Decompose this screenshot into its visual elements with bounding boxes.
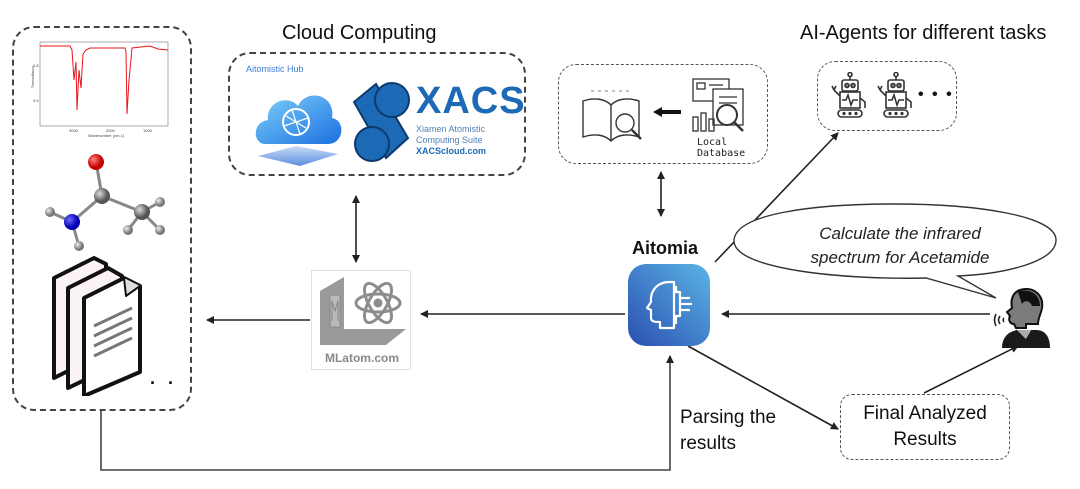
parsing-label-line2: results (680, 433, 736, 454)
local-database-label-line2: Database (697, 148, 746, 159)
book-search-icon (582, 90, 642, 142)
final-results-line2: Results (893, 429, 957, 450)
xacs-subtitle-line1: Xiamen Atomistic (416, 124, 486, 134)
results-panel: 0.8 0.6 3000 2000 1000 Wavenumber (cm-1)… (12, 26, 192, 411)
user-prompt-line2: spectrum for Acetamide (810, 248, 990, 267)
aitomia-app-icon[interactable] (628, 264, 710, 346)
aitomistic-hub-cloud-icon (255, 95, 342, 166)
parsing-label-line1: Parsing the (680, 407, 777, 428)
atom-hydrogen (123, 225, 133, 235)
xacs-logo-icon (352, 82, 410, 162)
xacs-url: XACScloud.com (416, 146, 487, 156)
mlatom-label: MLatom.com (324, 351, 399, 365)
xacs-title: XACS (416, 80, 526, 122)
atom-hydrogen (74, 241, 84, 251)
spectrum-frame (39, 41, 169, 127)
robot-agent-icon (831, 72, 866, 118)
ai-agents-heading: AI-Agents for different tasks (800, 22, 1047, 44)
parsing-results-label: Parsing the results (680, 405, 776, 457)
files-ellipsis: . . (150, 368, 178, 388)
aitomistic-hub-label: Aitomistic Hub (246, 64, 304, 74)
y-tick-0.6: 0.6 (33, 98, 39, 103)
y-tick-0.8: 0.8 (33, 63, 39, 68)
ai-head-icon (645, 280, 692, 330)
database-search-icon (692, 78, 744, 132)
atom-carbon-2 (134, 204, 150, 220)
ai-agents-box: • • • (817, 61, 957, 131)
left-arrow-icon (653, 107, 681, 117)
output-files-icon (52, 256, 142, 396)
final-results-line1: Final Analyzed (863, 403, 987, 424)
x-tick-3000: 3000 (69, 128, 79, 133)
x-tick-2000: 2000 (106, 128, 116, 133)
xacs-subtitle: Xiamen Atomistic Computing Suite XACSclo… (416, 124, 486, 157)
x-axis-label: Wavenumber (cm-1) (88, 133, 125, 138)
local-database-label: Local Database (697, 137, 745, 159)
aitomia-title: Aitomia (632, 238, 699, 258)
atom-oxygen (88, 154, 104, 170)
mlatom-logo: MLatom.com (311, 270, 411, 370)
cloud-computing-heading: Cloud Computing (282, 22, 437, 44)
x-tick-1000: 1000 (143, 128, 153, 133)
atom-carbon-1 (94, 188, 110, 204)
xacs-subtitle-line2: Computing Suite (416, 135, 483, 145)
local-database-box: Local Database (558, 64, 768, 164)
user-prompt-text: Calculate the infrared spectrum for Acet… (780, 222, 1020, 270)
acetamide-molecule (45, 154, 165, 251)
atom-nitrogen (64, 214, 80, 230)
atom-hydrogen (45, 207, 55, 217)
user-prompt-line1: Calculate the infrared (819, 224, 981, 243)
y-axis-label: Transmittance (31, 66, 35, 88)
mlatom-icon (320, 277, 406, 345)
agents-ellipsis: • • • (918, 86, 954, 103)
arrow-aitomia-final (687, 345, 839, 430)
robot-agent-icon (877, 72, 912, 118)
final-results-box: Final Analyzed Results (840, 394, 1010, 460)
cloud-computing-box: Aitomistic Hub XACS Xiamen Atomistic Com… (228, 52, 526, 176)
spectrum-line (40, 45, 169, 115)
local-database-label-line1: Local (697, 137, 728, 148)
atom-hydrogen (155, 197, 165, 207)
final-results-text: Final Analyzed Results (863, 401, 987, 453)
speech-bubble (733, 203, 1057, 299)
ir-spectrum-plot: 0.8 0.6 3000 2000 1000 Wavenumber (cm-1)… (31, 41, 169, 138)
user-speaking-icon (993, 288, 1050, 348)
arrow-results-parsing-loop (100, 355, 674, 471)
atom-hydrogen (155, 225, 165, 235)
arrow-final-user (923, 345, 1019, 394)
